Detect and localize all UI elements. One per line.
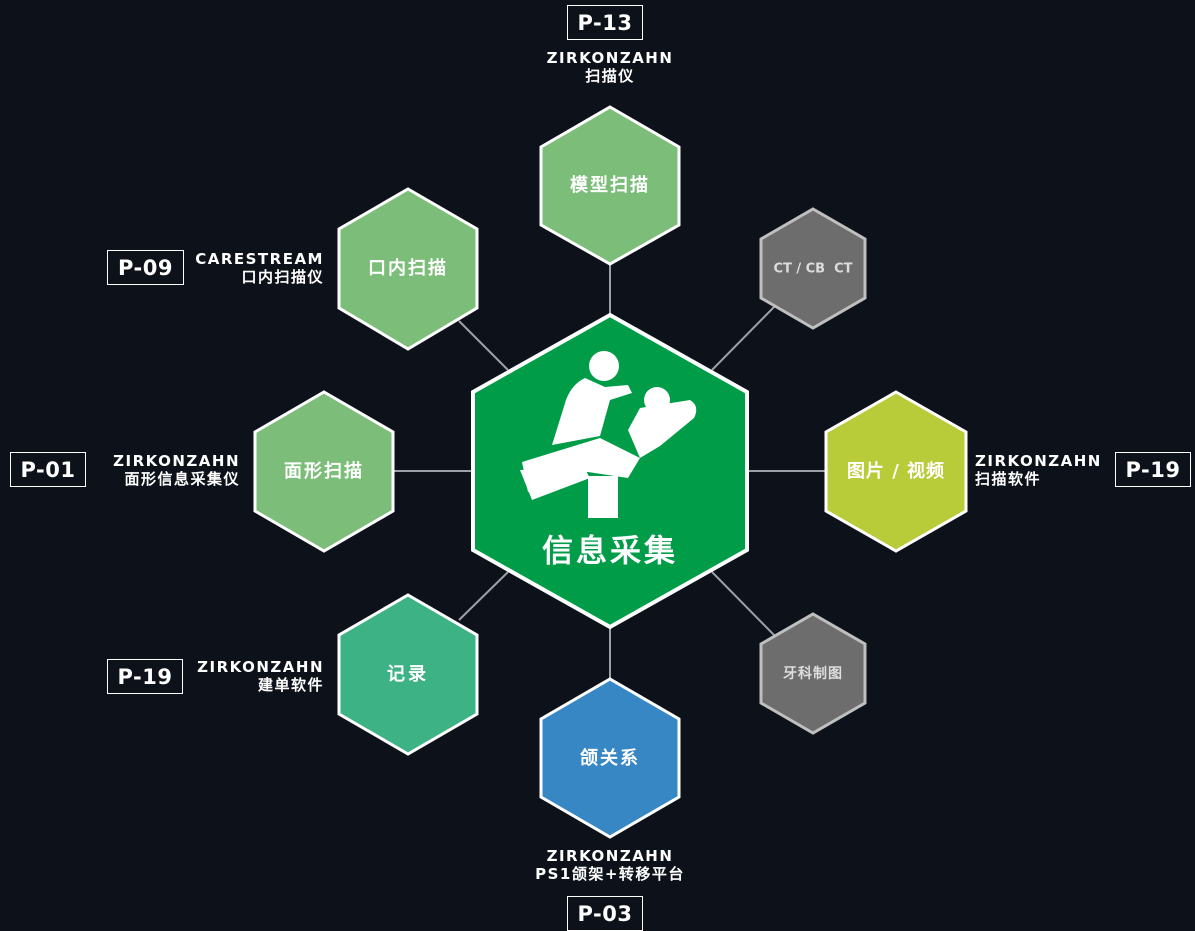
brand-upper-left: CARESTREAM <box>195 250 324 268</box>
page-tag-upper-left: P-09 <box>107 250 184 285</box>
connector-intraoral-scan <box>458 320 509 371</box>
annotation-lower-left: ZIRKONZAHN 建单软件 <box>160 658 324 694</box>
intraoral-scan-label: 口内扫描 <box>368 257 448 279</box>
photo-video-hexagon[interactable] <box>824 390 968 553</box>
center-label: 信息采集 <box>542 534 678 570</box>
dental-chair-icon <box>520 351 697 518</box>
record-hexagon[interactable] <box>337 593 479 756</box>
dental-drawing-hexagon[interactable] <box>759 612 867 735</box>
annotation-bottom: ZIRKONZAHN PS1颌架+转移平台 <box>480 847 740 883</box>
connector-lines <box>394 264 826 680</box>
connector-record <box>458 571 509 621</box>
product-left: 面形信息采集仪 <box>124 470 240 488</box>
connector-dental-drawing <box>711 571 776 637</box>
record-label: 记录 <box>387 664 429 685</box>
annotation-left: ZIRKONZAHN 面形信息采集仪 <box>90 452 240 488</box>
intraoral-scan-hexagon[interactable] <box>337 187 479 351</box>
product-right: 扫描软件 <box>975 470 1042 488</box>
product-upper-left: 口内扫描仪 <box>241 268 324 286</box>
product-top: 扫描仪 <box>585 67 635 85</box>
product-lower-left: 建单软件 <box>257 676 324 694</box>
photo-video-label: 图片 / 视频 <box>847 460 945 482</box>
model-scan-label: 模型扫描 <box>570 174 650 196</box>
brand-right: ZIRKONZAHN <box>975 452 1102 470</box>
ct-hexagon[interactable] <box>759 207 867 330</box>
page-tag-lower-left: P-19 <box>107 659 183 694</box>
brand-lower-left: ZIRKONZAHN <box>197 658 324 676</box>
page-tag-top: P-13 <box>567 5 643 40</box>
annotation-upper-left: CARESTREAM 口内扫描仪 <box>150 250 324 286</box>
annotation-top: ZIRKONZAHN 扫描仪 <box>510 49 710 85</box>
dental-drawing-label: 牙科制图 <box>783 665 843 682</box>
page-tag-right: P-19 <box>1115 452 1191 487</box>
face-scan-hexagon[interactable] <box>253 390 395 553</box>
occlusion-label: 颌关系 <box>580 747 640 769</box>
product-bottom: PS1颌架+转移平台 <box>535 865 685 883</box>
brand-left: ZIRKONZAHN <box>113 452 240 470</box>
page-tag-bottom: P-03 <box>567 896 643 931</box>
annotation-right: ZIRKONZAHN 扫描软件 <box>975 452 1115 488</box>
model-scan-hexagon[interactable] <box>539 105 681 266</box>
brand-bottom: ZIRKONZAHN <box>546 847 674 865</box>
ct-label: CT / CB CT <box>773 262 852 277</box>
face-scan-label: 面形扫描 <box>284 460 364 482</box>
brand-top: ZIRKONZAHN <box>546 49 674 67</box>
connector-ct <box>711 305 776 371</box>
page-tag-left: P-01 <box>10 452 86 487</box>
occlusion-hexagon[interactable] <box>539 677 681 839</box>
